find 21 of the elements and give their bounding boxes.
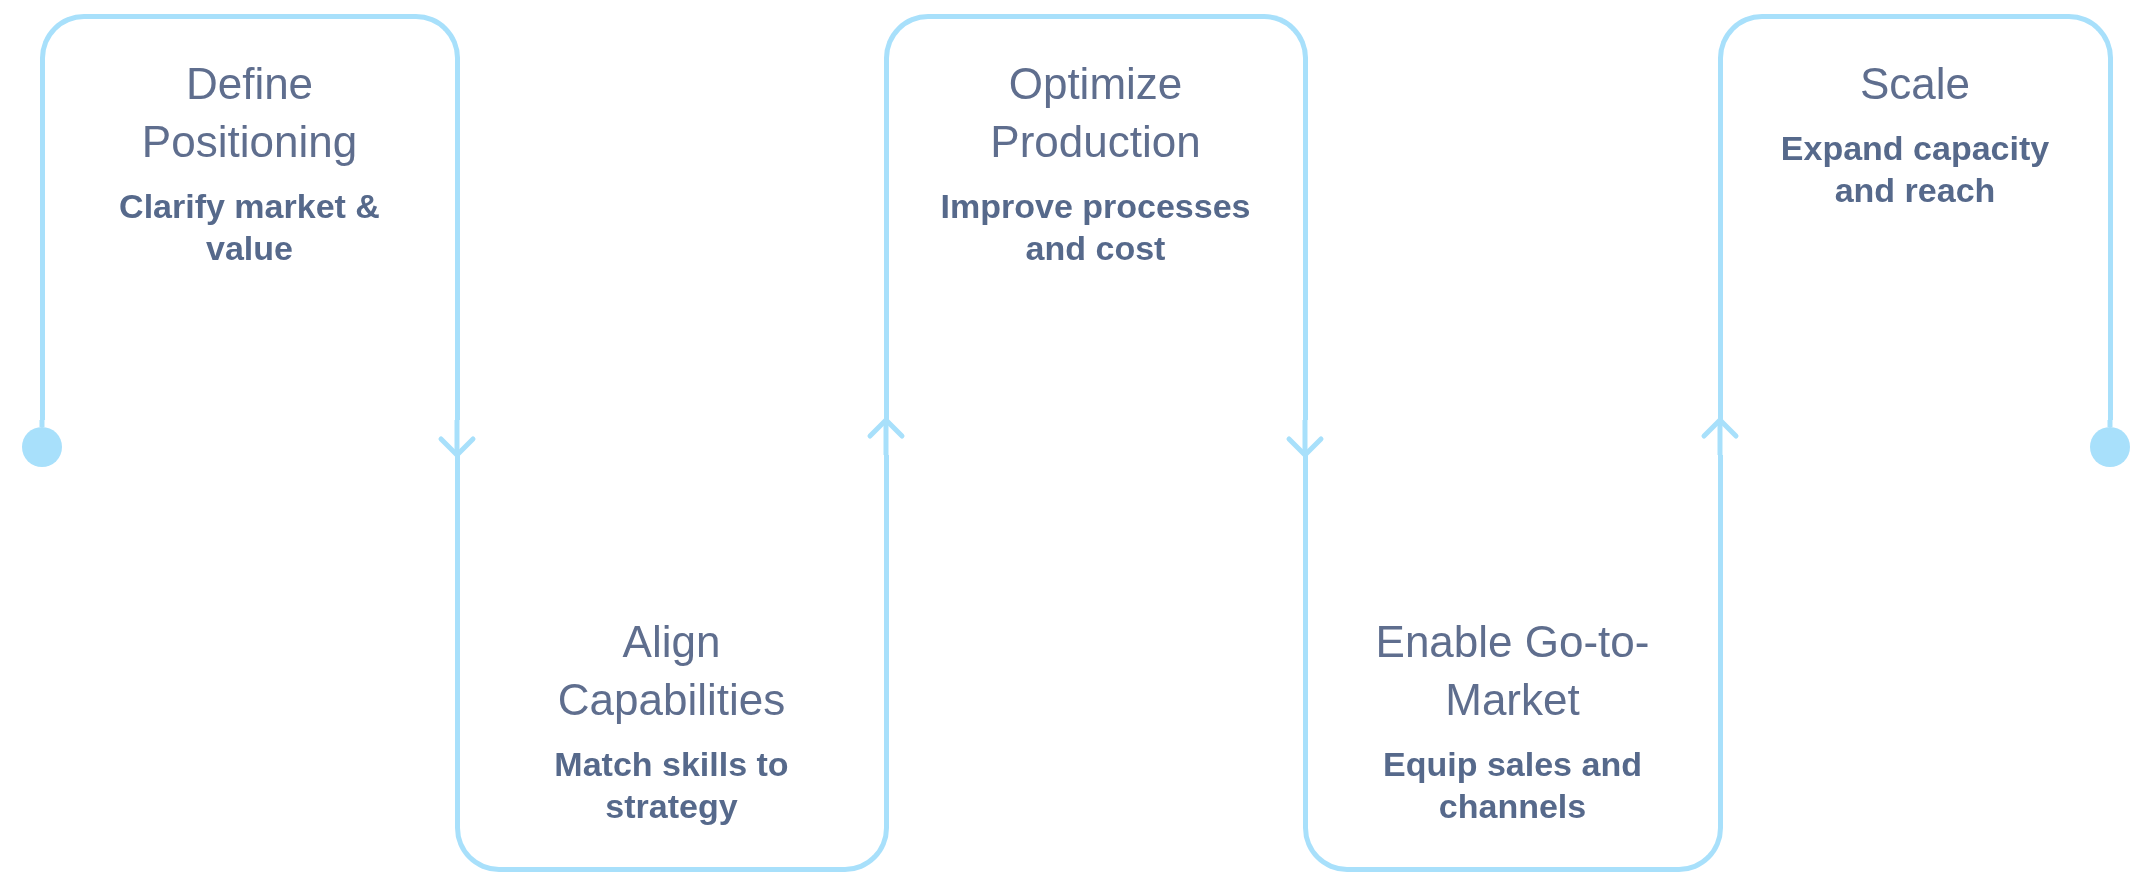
stage-description: Improve processes and cost <box>939 186 1252 269</box>
arrow <box>1286 420 1324 458</box>
arrow <box>867 417 905 455</box>
stage-description: Clarify market & value <box>118 186 381 269</box>
stage-title: Define Positioning <box>140 58 359 168</box>
stage-outline <box>454 455 889 872</box>
arrow <box>438 420 476 458</box>
stage-description: Expand capacity and reach <box>1779 128 2051 211</box>
arrow <box>1701 417 1739 455</box>
stage-outline <box>1302 455 1723 872</box>
stage-title: Enable Go-to-Market <box>1374 616 1651 726</box>
stage-outline <box>883 14 1308 420</box>
stage-outline <box>1717 14 2113 420</box>
stage-description: Match skills to strategy <box>553 744 790 827</box>
stage-outline <box>39 14 460 420</box>
stage-title: Optimize Production <box>989 58 1202 168</box>
connector-line <box>2107 420 2113 427</box>
stage-title: Align Capabilities <box>556 616 787 726</box>
stage-title: Scale <box>1859 58 1971 110</box>
stage-description: Equip sales and channels <box>1382 744 1643 827</box>
connector-line <box>39 420 45 427</box>
